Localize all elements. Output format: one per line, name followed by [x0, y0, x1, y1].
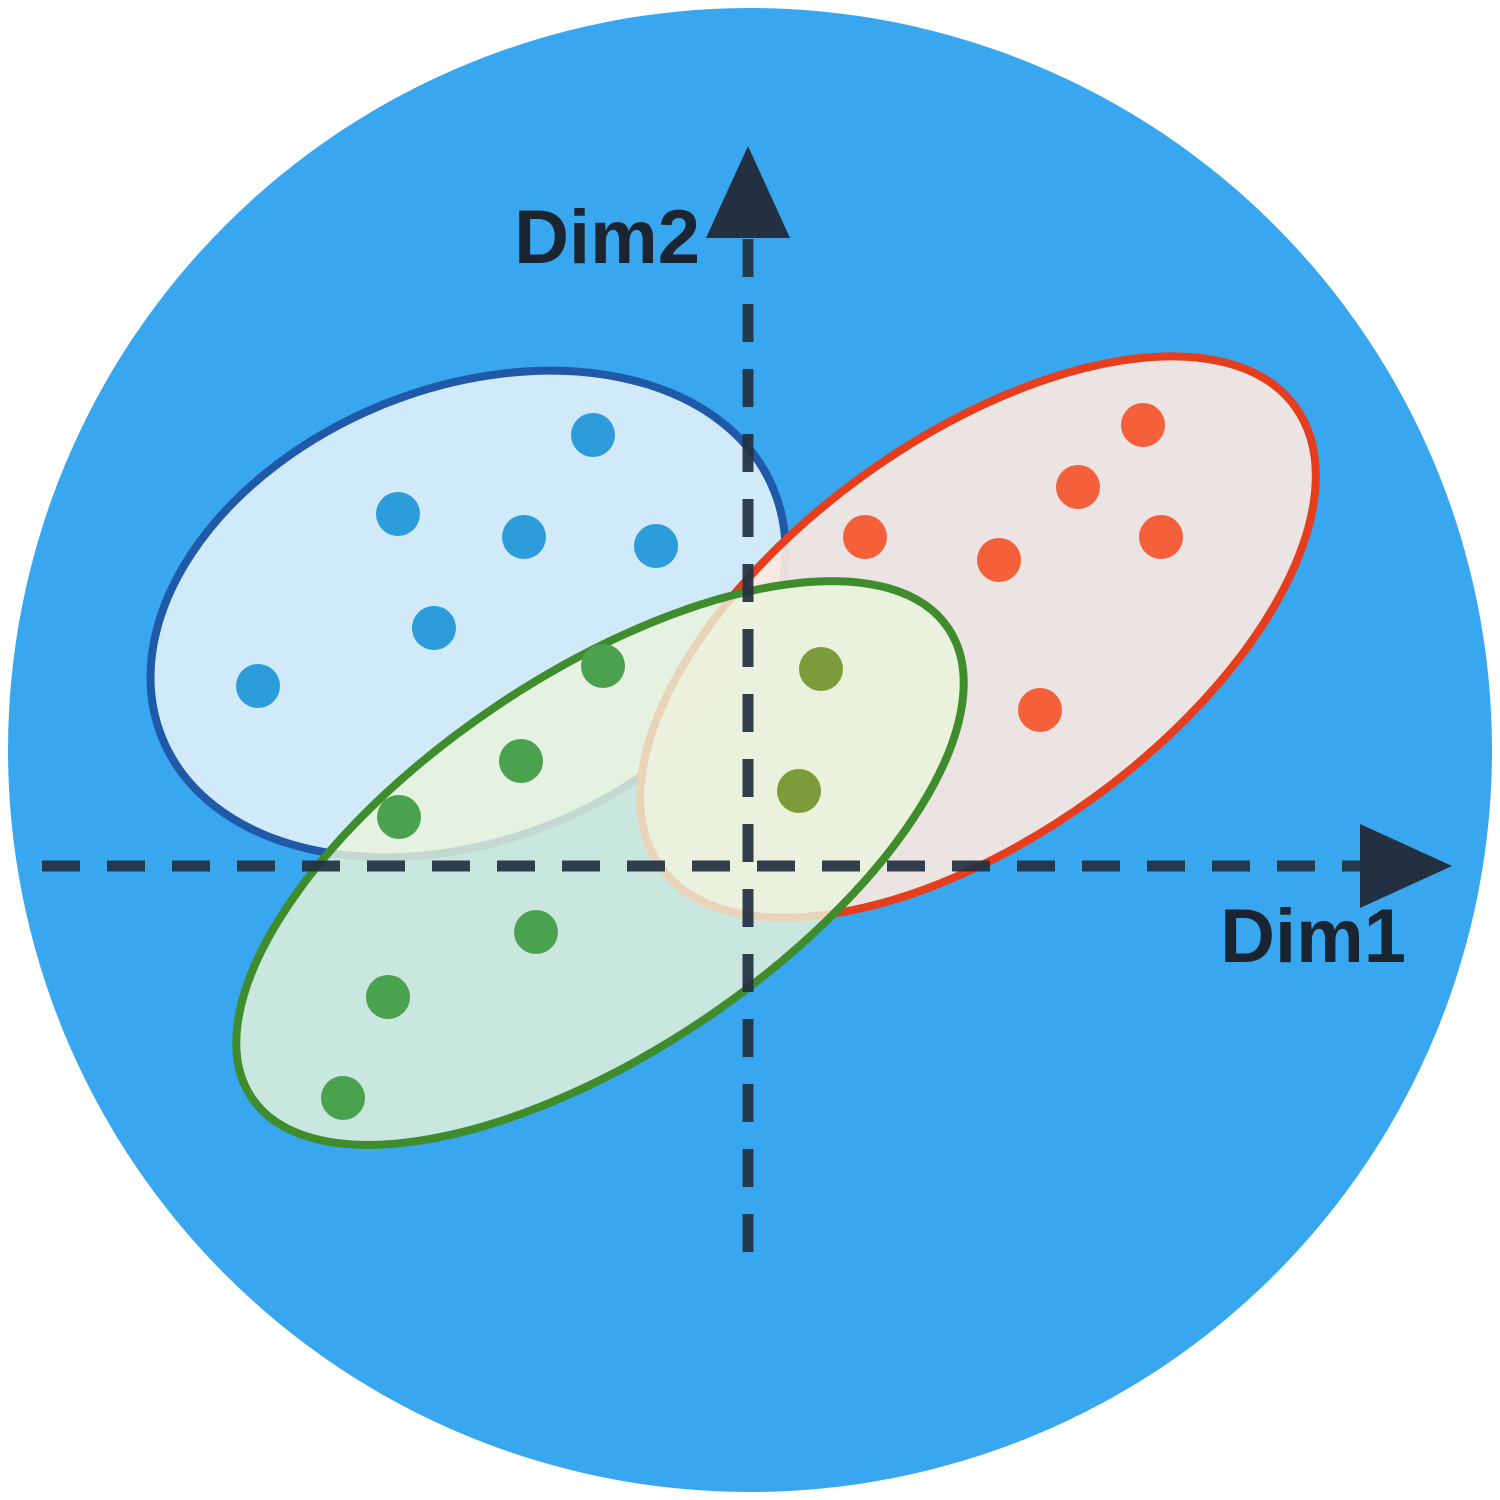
cluster-blue-point	[376, 492, 420, 536]
overlap-green-red-point	[777, 769, 821, 813]
cluster-green-point	[321, 1076, 365, 1120]
cluster-green-point	[499, 739, 543, 783]
cluster-red-point	[1056, 465, 1100, 509]
x-axis-arrowhead-icon	[1360, 824, 1452, 908]
cluster-green-point	[514, 910, 558, 954]
cluster-red-point	[1121, 403, 1165, 447]
cluster-blue-point	[634, 524, 678, 568]
cluster-green-point	[581, 644, 625, 688]
cluster-red-point	[1139, 515, 1183, 559]
cluster-blue-point	[412, 606, 456, 650]
cluster-blue-point	[502, 515, 546, 559]
cluster-red-point	[977, 538, 1021, 582]
cluster-green-point	[377, 795, 421, 839]
y-axis-arrowhead-icon	[706, 146, 790, 238]
cluster-blue-point	[236, 664, 280, 708]
points-layer	[236, 403, 1183, 1120]
cluster-red-point	[1018, 688, 1062, 732]
cluster-green-point	[366, 975, 410, 1019]
x-axis-label: Dim1	[1220, 894, 1406, 979]
y-axis-label: Dim2	[514, 195, 700, 280]
cluster-blue-point	[571, 413, 615, 457]
labels-layer: Dim1 Dim2	[514, 195, 1406, 979]
overlap-green-red-point	[799, 647, 843, 691]
cluster-red-point	[843, 515, 887, 559]
axes-layer	[42, 146, 1452, 1252]
